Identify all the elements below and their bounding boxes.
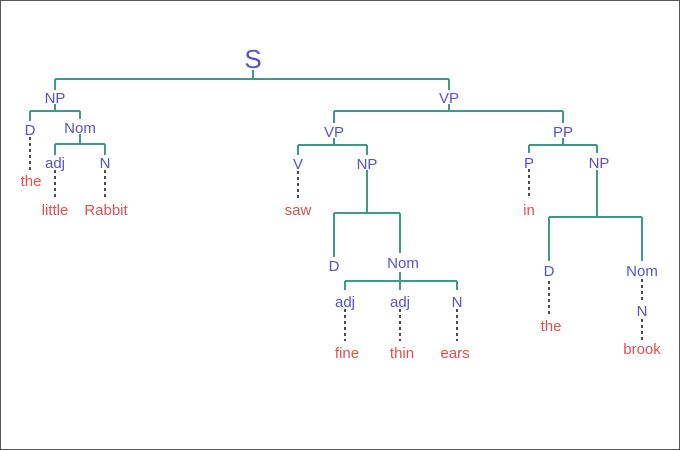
node-np2: NP: [357, 156, 378, 173]
word-in: in: [523, 202, 535, 219]
node-nom3: Nom: [626, 263, 658, 280]
node-adj2: adj: [335, 294, 355, 311]
edge-vp: [333, 104, 564, 123]
edge-np2: [333, 170, 401, 257]
edge-np3: [548, 170, 643, 261]
node-d2: D: [329, 258, 340, 275]
node-v: V: [293, 156, 303, 173]
node-np1: NP: [45, 90, 66, 107]
node-nom2: Nom: [387, 255, 419, 272]
node-d1: D: [25, 122, 36, 139]
edge-s: [54, 70, 450, 90]
node-vp: VP: [439, 90, 459, 107]
word-saw: saw: [285, 202, 312, 219]
word-rabbit: Rabbit: [84, 202, 128, 219]
edge-nom1: [54, 134, 106, 155]
word-fine: fine: [335, 345, 359, 362]
word-little: little: [42, 202, 69, 219]
word-brook: brook: [623, 341, 661, 358]
node-d3: D: [544, 263, 555, 280]
node-p: P: [524, 155, 534, 172]
node-adj1: adj: [45, 155, 65, 172]
node-s: S: [244, 44, 261, 74]
node-n2: N: [452, 294, 463, 311]
node-vp2: VP: [324, 124, 344, 141]
node-np3: NP: [589, 155, 610, 172]
tree-edges: [29, 70, 643, 290]
node-pp: PP: [553, 124, 573, 141]
node-nom1: Nom: [64, 120, 96, 137]
word-the2: the: [541, 318, 562, 335]
edge-nom2: [344, 272, 458, 290]
node-n3: N: [637, 303, 648, 320]
word-ears: ears: [440, 345, 469, 362]
word-the1: the: [21, 173, 42, 190]
node-adj3: adj: [390, 294, 410, 311]
word-thin: thin: [390, 345, 414, 362]
edge-np1: [29, 104, 81, 121]
leaf-links: [29, 137, 643, 341]
edge-vp2: [297, 138, 368, 155]
node-n1: N: [100, 155, 111, 172]
category-nodes: S NP VP D Nom adj N VP PP V NP D Nom adj…: [25, 44, 658, 320]
edge-pp: [528, 138, 598, 153]
word-leaves: the little Rabbit saw fine thin ears in …: [21, 173, 662, 362]
